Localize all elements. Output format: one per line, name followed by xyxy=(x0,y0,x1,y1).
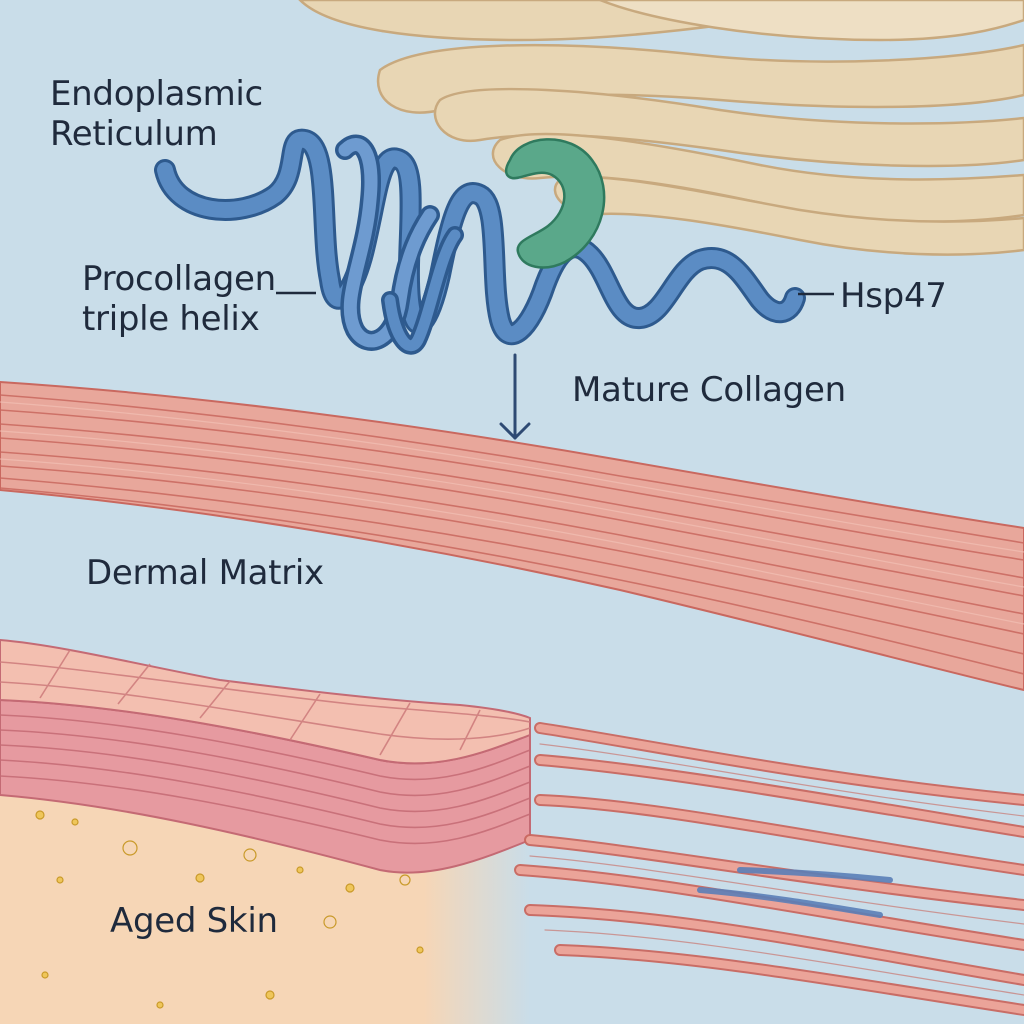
label-er-line2: Reticulum xyxy=(50,114,218,154)
aged-collagen-fibers xyxy=(514,722,1024,1016)
label-aged-skin: Aged Skin xyxy=(110,901,278,941)
procollagen-helix xyxy=(154,128,806,355)
label-hsp47: Hsp47 xyxy=(840,276,947,316)
skin-block xyxy=(0,638,531,1024)
label-procollagen: Procollagen triple helix xyxy=(82,259,276,339)
label-procollagen-line2: triple helix xyxy=(82,299,260,339)
label-endoplasmic-reticulum: Endoplasmic Reticulum xyxy=(50,74,263,154)
fat-globules xyxy=(35,810,424,1009)
hsp47-chaperone xyxy=(504,138,606,269)
mature-collagen-fiber xyxy=(0,380,1024,692)
leader-lines xyxy=(276,291,834,296)
label-procollagen-line1: Procollagen xyxy=(82,259,276,299)
endoplasmic-reticulum xyxy=(298,0,1024,256)
label-dermal-matrix: Dermal Matrix xyxy=(86,553,324,593)
down-arrow-icon xyxy=(499,353,531,440)
label-er-line1: Endoplasmic xyxy=(50,74,263,114)
label-mature-collagen: Mature Collagen xyxy=(572,370,846,410)
